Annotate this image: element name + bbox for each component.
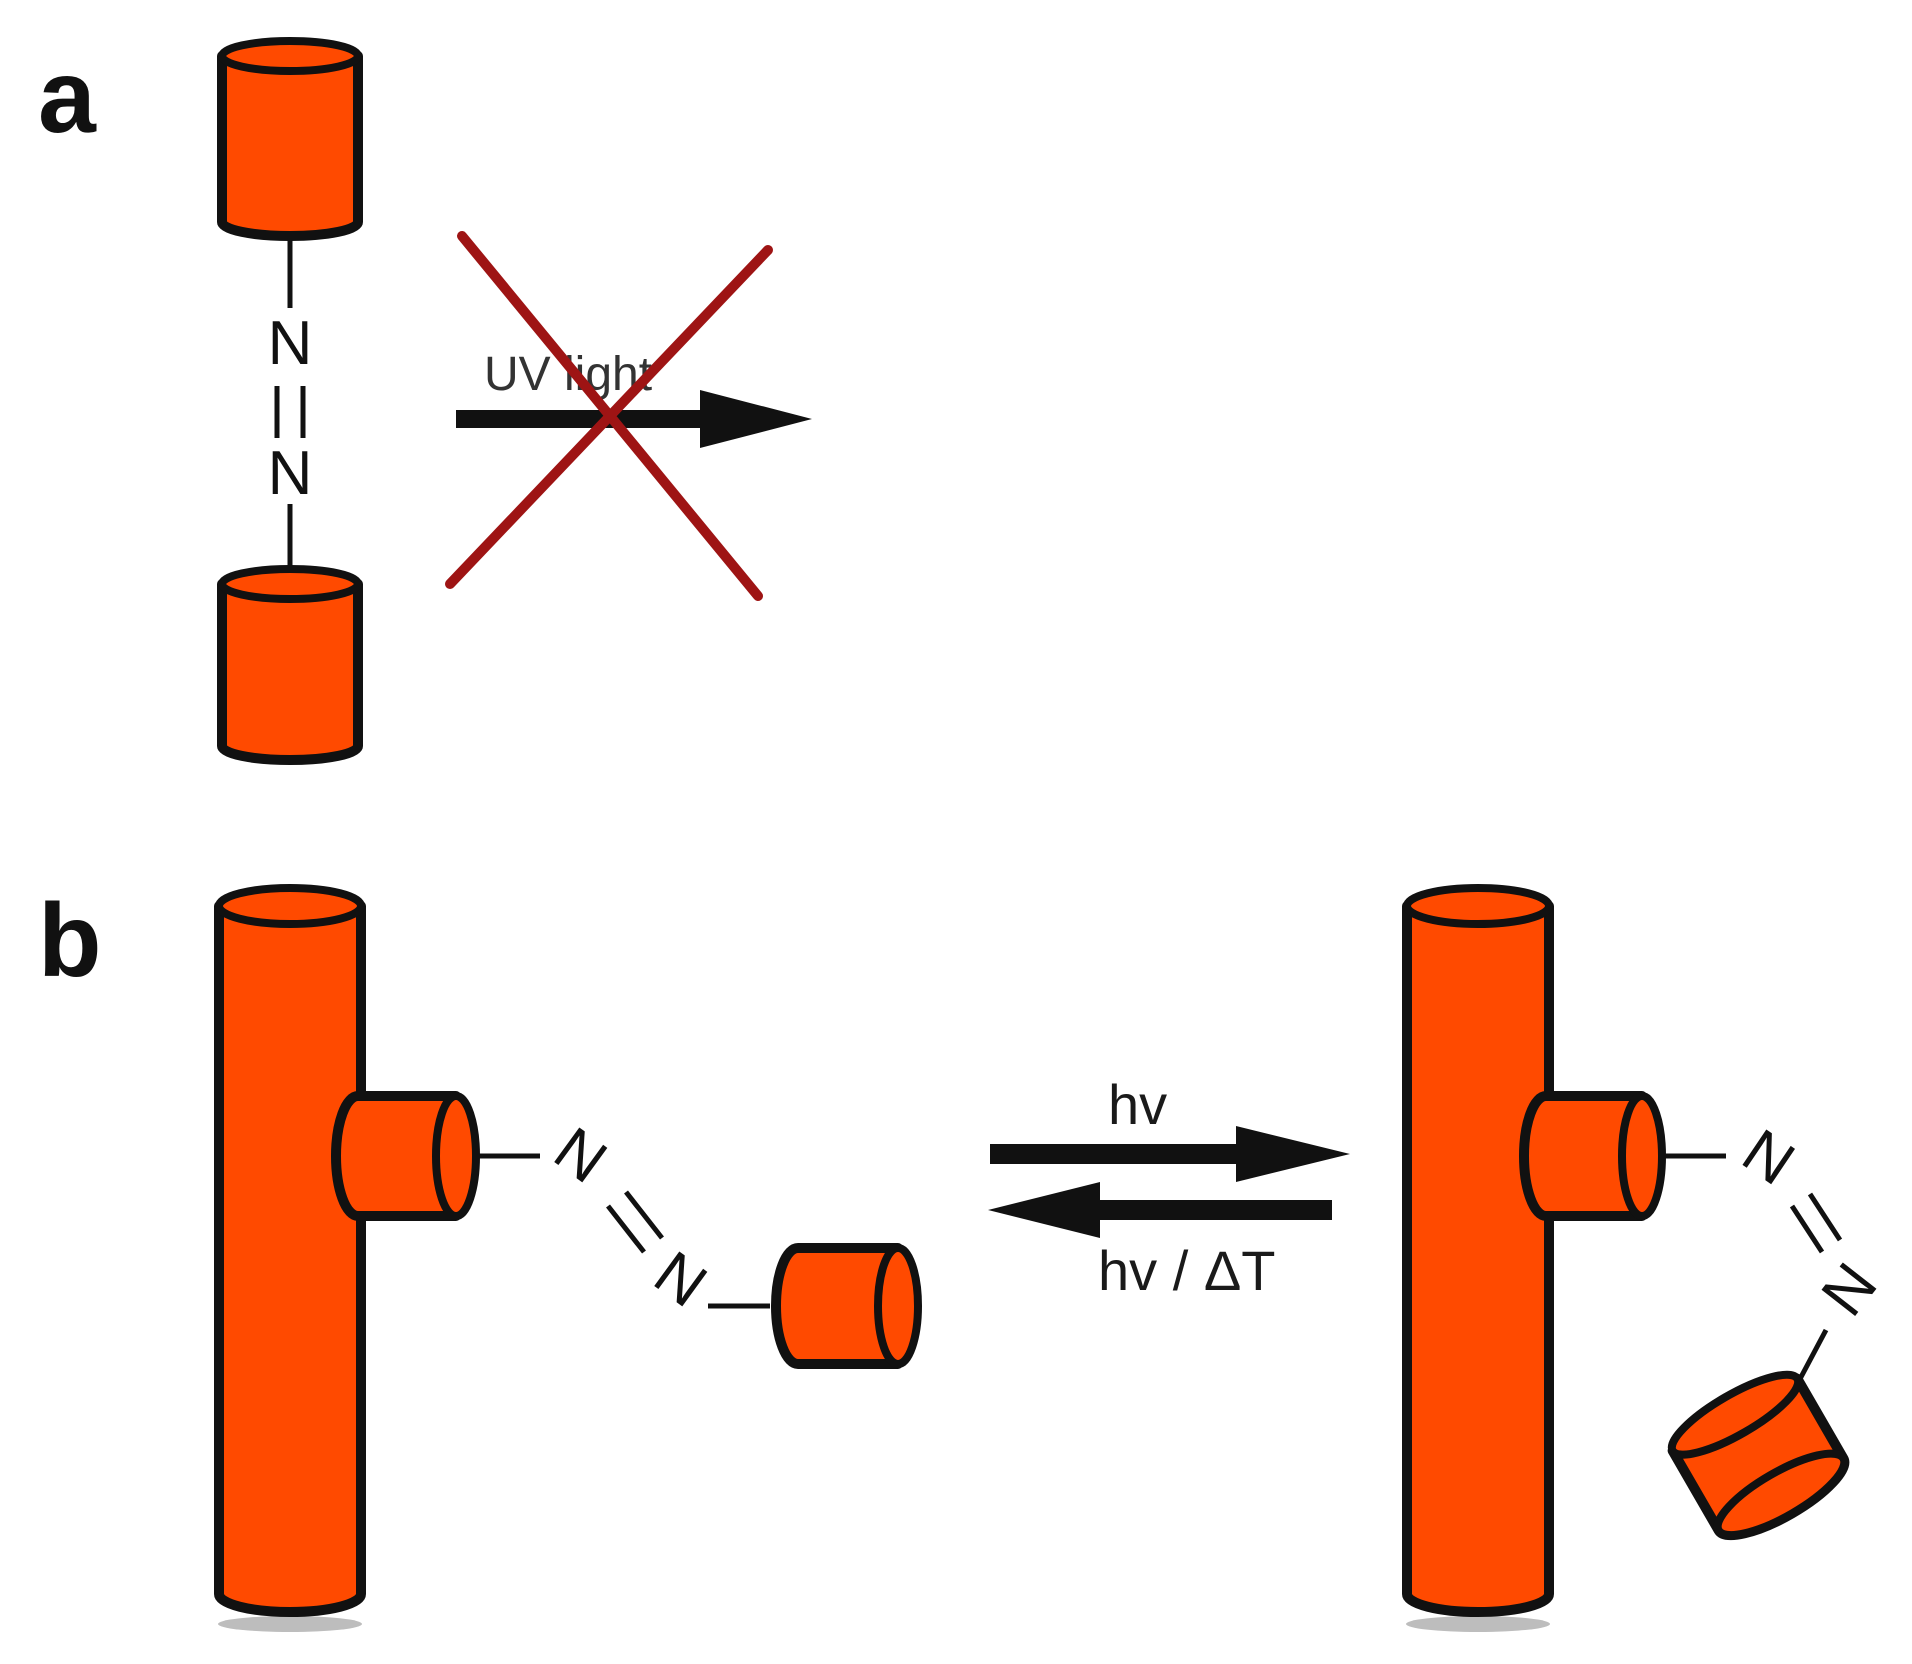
top-cylinder <box>217 37 363 241</box>
uv-light-label: UV light <box>484 348 652 401</box>
bottom-cylinder <box>217 565 363 765</box>
cis-assembly: N N <box>1402 884 1891 1632</box>
side-stub-left-rim <box>432 1092 480 1220</box>
tall-tube-left-body <box>214 901 366 1617</box>
tall-tube-left-rim <box>215 884 365 928</box>
double-bond-trans-2 <box>624 1190 664 1240</box>
double-bond-trans-1 <box>606 1204 646 1254</box>
bottom-cylinder-rim <box>218 565 362 603</box>
azo-linker-a: N N <box>268 236 313 574</box>
bottom-cylinder-body <box>217 579 363 765</box>
tall-tube-right-rim <box>1403 884 1553 928</box>
double-bond-cis-1 <box>1789 1204 1825 1254</box>
cap-cylinder-right-top <box>1667 1370 1803 1459</box>
panel-b: b N N hv <box>38 883 1891 1632</box>
reverse-arrowhead <box>988 1182 1100 1238</box>
cross-stroke-2 <box>445 245 773 589</box>
nitrogen-atom-cis-2: N <box>1809 1251 1891 1329</box>
tall-tube-right-body <box>1402 901 1554 1617</box>
uv-arrow-shaft <box>456 410 712 428</box>
azo-linker-trans: N N <box>472 1115 770 1321</box>
panel-a: a N N UV light <box>38 37 812 765</box>
panel-b-label: b <box>38 883 102 999</box>
reverse-arrow-shaft <box>1092 1200 1332 1220</box>
reverse-label: hv / ΔT <box>1098 1239 1275 1302</box>
nitrogen-atom-bottom: N <box>268 439 313 508</box>
trans-assembly: N N <box>214 884 922 1632</box>
cap-cylinder-right <box>1667 1370 1850 1541</box>
cap-cylinder-right-rim <box>1713 1449 1849 1540</box>
forward-arrowhead <box>1236 1126 1350 1182</box>
nitrogen-atom-trans-1: N <box>542 1115 619 1197</box>
panel-a-label: a <box>38 39 97 155</box>
equilibrium-arrows: hv hv / ΔT <box>988 1073 1350 1302</box>
tube-shadow-left <box>218 1616 362 1632</box>
x-cross-icon <box>445 231 773 601</box>
nitrogen-atom-top: N <box>268 309 313 378</box>
nitrogen-atom-trans-2: N <box>642 1239 719 1321</box>
side-stub-right-body <box>1519 1091 1647 1221</box>
double-bond-cis-2 <box>1807 1192 1843 1242</box>
azo-linker-cis: N N <box>1660 1116 1891 1396</box>
forward-arrow-shaft <box>990 1144 1244 1164</box>
nitrogen-atom-cis-1: N <box>1730 1116 1806 1198</box>
side-stub-left-body <box>331 1091 461 1221</box>
cap-cylinder-left-rim <box>874 1244 922 1368</box>
cap-cylinder-left-body <box>771 1243 903 1369</box>
top-cylinder-body <box>217 51 363 241</box>
tube-shadow-right <box>1406 1616 1550 1632</box>
side-stub-right-rim <box>1618 1092 1666 1220</box>
uv-light-arrow: UV light <box>456 348 812 448</box>
uv-arrowhead <box>700 390 812 448</box>
top-cylinder-rim <box>218 37 362 75</box>
forward-label: hv <box>1108 1073 1167 1136</box>
